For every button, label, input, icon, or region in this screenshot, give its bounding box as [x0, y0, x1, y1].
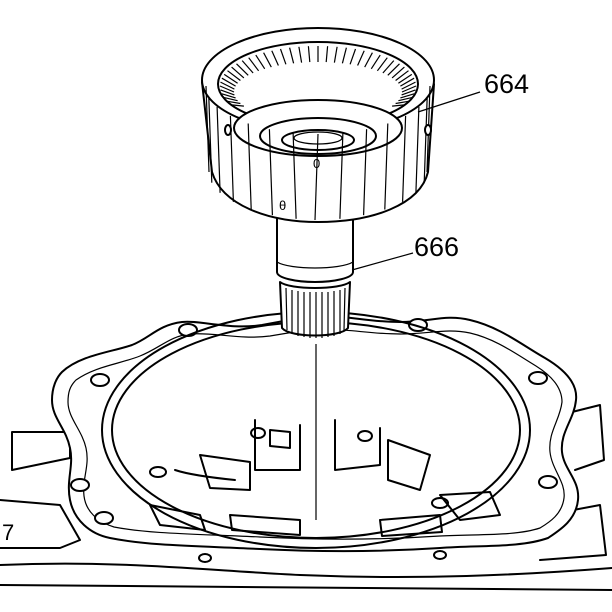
drum-tooth: [271, 50, 279, 66]
drum-tooth: [401, 81, 416, 90]
drum-flute-line: [423, 96, 428, 183]
drum-tooth: [395, 70, 409, 81]
drum-flute-line: [339, 132, 344, 219]
drum-tooth: [395, 100, 409, 105]
drum-tooth: [382, 60, 395, 74]
drum-tooth: [398, 97, 412, 102]
callout-666: 666: [351, 232, 459, 271]
drum-tooth: [227, 100, 241, 105]
leader-line-666: [351, 252, 414, 271]
drum-inner-teeth: [219, 46, 417, 107]
drum-tooth: [387, 63, 400, 76]
drum-tooth: [370, 54, 381, 70]
drum-flute-line: [363, 129, 368, 216]
drum-tooth: [236, 63, 249, 76]
drum-flute-line: [415, 106, 420, 193]
drum-flute-line: [247, 123, 252, 210]
drum-tooth: [333, 46, 338, 63]
drum-tooth: [364, 52, 373, 68]
drum-flute-line: [314, 133, 319, 221]
drum-flute-line: [268, 129, 273, 216]
callout-664: 664: [417, 69, 529, 113]
drum-tooth: [279, 48, 287, 65]
drum-flute-line: [402, 115, 407, 202]
drum-tooth: [248, 57, 260, 72]
drum-tooth: [376, 57, 388, 72]
drum-tooth: [231, 66, 245, 79]
drum-tooth: [221, 93, 236, 99]
drum-tooth: [220, 81, 235, 90]
drum-mark-zero: 0: [313, 156, 320, 171]
drum-tooth: [400, 77, 415, 87]
drum-flute-line: [384, 123, 389, 210]
drum-tooth: [223, 73, 238, 84]
drum-tooth: [224, 97, 238, 102]
label-664: 664: [484, 69, 529, 99]
drum-tooth: [298, 46, 303, 63]
drum-tooth: [325, 46, 329, 63]
shaft-splines: [285, 287, 346, 338]
drum-tooth: [349, 48, 357, 65]
drum-fluting: [205, 85, 431, 221]
label-666: 666: [414, 232, 459, 262]
drum-tooth: [400, 93, 415, 99]
case-interior: [149, 419, 501, 537]
clutch-drum: 0 θ: [201, 27, 435, 223]
drum-tooth: [220, 89, 235, 96]
drum-tooth: [392, 104, 405, 107]
drum-flute-line: [216, 106, 221, 193]
drum-flute-line: [205, 85, 210, 173]
drum-tooth: [231, 104, 244, 107]
input-shaft: [276, 215, 354, 338]
drum-tooth: [401, 89, 416, 96]
drum-flute-line: [292, 132, 297, 219]
edge-mark: 7: [2, 520, 14, 545]
drum-tooth: [221, 77, 236, 87]
drum-mark-theta: θ: [279, 198, 286, 213]
leader-line-664: [417, 91, 481, 113]
drum-tooth: [341, 47, 347, 64]
drum-tooth: [357, 50, 365, 66]
drum-tooth: [227, 70, 241, 81]
drum-tooth: [241, 60, 254, 74]
drum-tooth: [307, 46, 311, 63]
drum-tooth: [255, 54, 266, 70]
drum-flute-line: [208, 96, 213, 183]
transmission-case: [0, 311, 612, 591]
drum-tooth: [289, 47, 295, 64]
drum-tooth: [398, 73, 413, 84]
drum-tooth: [391, 66, 405, 79]
drum-tooth: [401, 85, 417, 93]
drum-tooth: [263, 52, 272, 68]
drum-tooth: [219, 85, 235, 93]
